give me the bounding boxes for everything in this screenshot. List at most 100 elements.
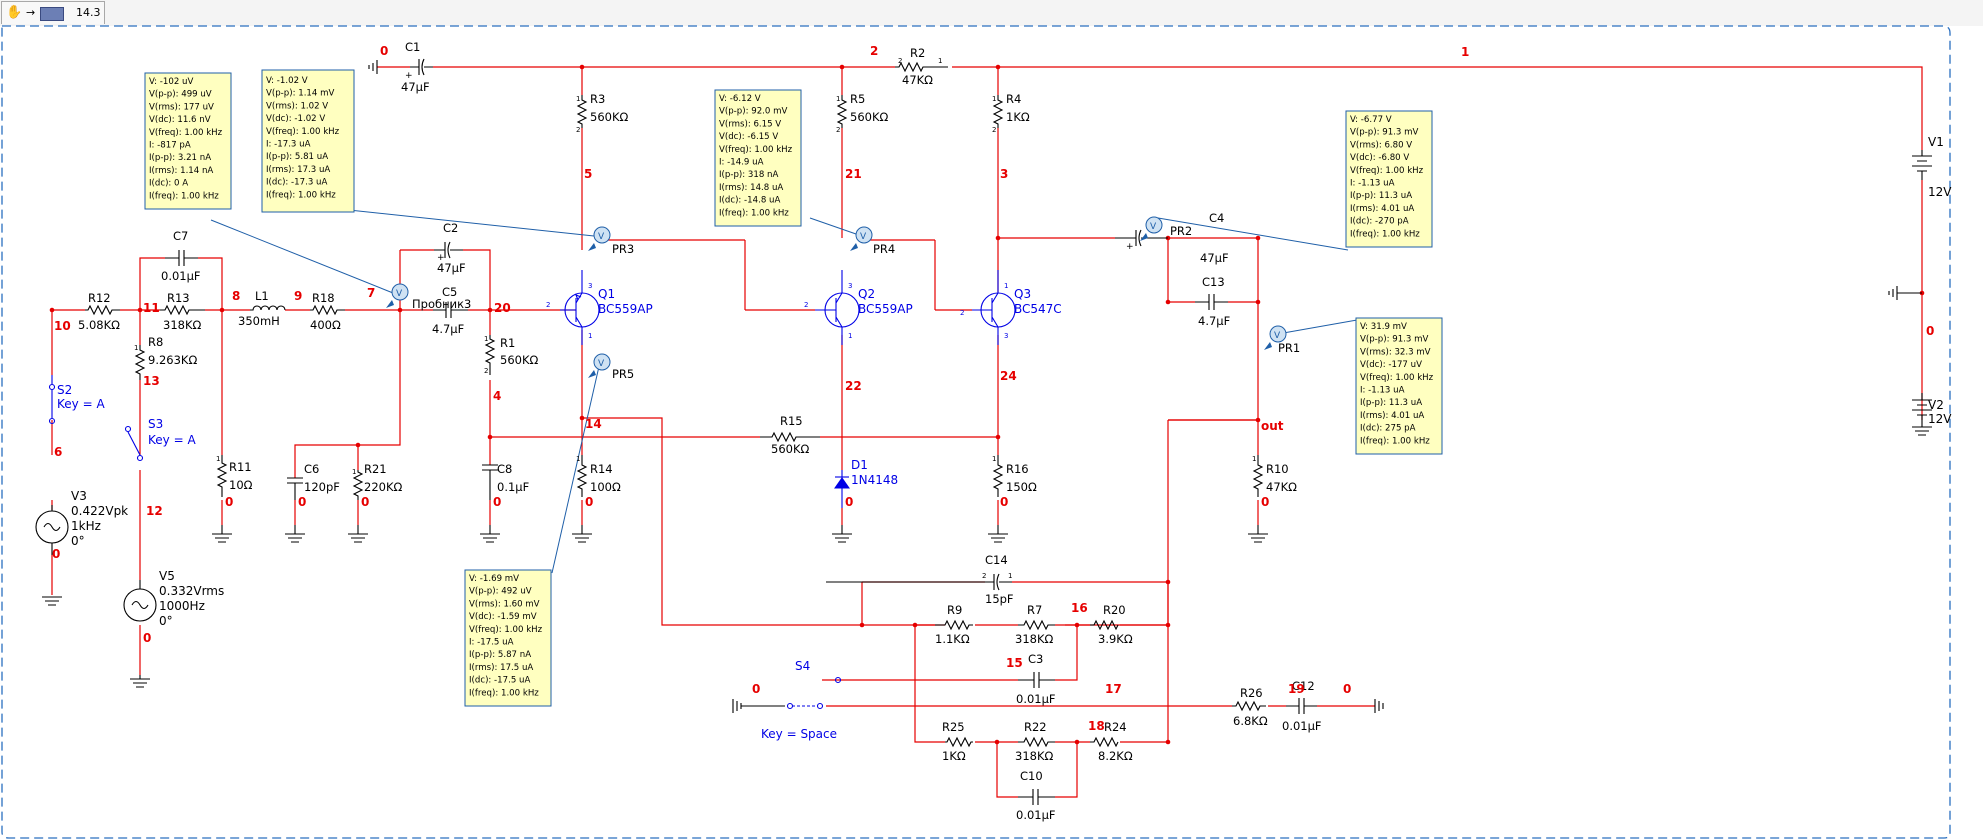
probe-reading: V: -6.12 V	[719, 94, 761, 104]
probe-reading: V(freq): 1.00 kHz	[469, 625, 543, 635]
probe-reading: V(dc): -1.59 mV	[469, 612, 537, 622]
probe-leaders	[210, 209, 1358, 574]
switch-S2[interactable]	[48, 375, 56, 425]
net-0-c12: 0	[1343, 682, 1351, 696]
probe-marker-pr7: V	[386, 283, 409, 308]
value-D1: 1N4148	[851, 473, 898, 487]
capacitor-C14	[826, 573, 1012, 591]
resistor-R4	[992, 95, 1004, 128]
svg-text:1: 1	[1004, 282, 1008, 290]
net-18: 18	[1088, 719, 1105, 733]
svg-text:3: 3	[588, 282, 592, 290]
label-PR5: PR5	[612, 367, 634, 381]
value-C7: 0.01µF	[161, 269, 201, 283]
probe-reading: V(freq): 1.00 kHz	[1350, 166, 1424, 176]
net-13: 13	[143, 374, 160, 388]
net-0-r14: 0	[585, 495, 593, 509]
probe-reading: I(rms): 4.01 uA	[1360, 411, 1424, 421]
svg-text:1: 1	[576, 95, 580, 103]
transistor-Q1	[560, 270, 600, 345]
value-L1: 350mH	[238, 314, 280, 328]
probe-reading: V(rms): 6.15 V	[719, 119, 781, 129]
probe-reading: I: -17.3 uA	[266, 140, 311, 150]
value-R7: 318KΩ	[1015, 632, 1053, 646]
label-C7: C7	[173, 229, 188, 243]
label-R8: R8	[148, 335, 163, 349]
label-R2: R2	[910, 46, 925, 60]
value-R21: 220KΩ	[364, 480, 402, 494]
probe-reading: I: -1.13 uA	[1350, 179, 1395, 189]
net-14: 14	[585, 417, 602, 431]
transistor-pins: 231 231 213	[546, 282, 1008, 340]
probe-reading: V(rms): 1.02 V	[266, 101, 328, 111]
net-15: 15	[1006, 656, 1023, 670]
resistor-R10	[1252, 455, 1264, 497]
net-6: 6	[54, 445, 62, 459]
capacitor-C10	[1018, 789, 1055, 805]
resistor-R14	[576, 455, 588, 497]
wires	[51, 66, 1923, 798]
label-C4: C4	[1209, 211, 1224, 225]
probe-reading: I(p-p): 5.81 uA	[266, 152, 328, 162]
svg-text:1: 1	[576, 455, 580, 463]
value-Q3: BC547C	[1014, 302, 1062, 316]
net-11: 11	[143, 301, 160, 315]
svg-text:1: 1	[484, 335, 488, 343]
probe-reading: I(freq): 1.00 kHz	[149, 191, 219, 201]
label-D1: D1	[851, 458, 868, 472]
svg-text:1: 1	[992, 95, 996, 103]
value-R22: 318KΩ	[1015, 749, 1053, 763]
label-PR3: PR3	[612, 242, 634, 256]
value-C1: 47µF	[401, 80, 430, 94]
probe-reading: I(p-p): 318 nA	[719, 170, 778, 180]
value-R9: 1.1KΩ	[935, 632, 970, 646]
probe-reading: V(freq): 1.00 kHz	[1360, 373, 1434, 383]
svg-text:2: 2	[960, 309, 964, 317]
value-R2: 47KΩ	[902, 73, 933, 87]
value-R4: 1KΩ	[1006, 110, 1030, 124]
probe-reading: I(dc): -17.3 uA	[266, 178, 327, 188]
label-C5: C5	[442, 285, 457, 299]
probe-marker-PR1: V	[1264, 325, 1287, 350]
key-S2: Key = A	[57, 397, 105, 411]
net-0-s4: 0	[752, 682, 760, 696]
capacitor-C13	[1195, 294, 1228, 310]
probe-box-c: V: -6.12 VV(p-p): 92.0 mVV(rms): 6.15 VV…	[714, 89, 802, 227]
label-Q1: Q1	[598, 287, 615, 301]
value-R14: 100Ω	[590, 480, 621, 494]
arrow-right-icon: →	[26, 6, 36, 19]
switch-S3[interactable]	[124, 425, 144, 462]
label-R24: R24	[1104, 720, 1127, 734]
switch-S4[interactable]	[786, 676, 842, 710]
value-C8: 0.1µF	[497, 480, 529, 494]
capacitor-C4	[1115, 229, 1168, 247]
probe-reading: V(freq): 1.00 kHz	[719, 145, 793, 155]
value-R8: 9.263KΩ	[148, 353, 197, 367]
svg-text:2: 2	[898, 57, 902, 65]
label-R25: R25	[942, 720, 965, 734]
value-R1: 560KΩ	[500, 353, 538, 367]
resistor-R11	[216, 455, 228, 497]
resistor-R15	[760, 431, 820, 443]
probe-reading: I: -17.5 uA	[469, 638, 514, 648]
ac-source-V3	[35, 505, 69, 555]
capacitor-C2	[434, 241, 463, 259]
grounds	[42, 60, 1932, 713]
toolbar: ✋ → 14.3	[0, 0, 1983, 26]
probe-reading: V(p-p): 499 uV	[149, 90, 212, 100]
net-7: 7	[367, 286, 375, 300]
value-C10: 0.01µF	[1016, 808, 1056, 822]
svg-text:V: V	[1150, 222, 1157, 232]
value-R5: 560KΩ	[850, 110, 888, 124]
value-Q1: BC559AP	[598, 302, 653, 316]
label-S3: S3	[148, 417, 163, 431]
circuit-tab[interactable]: ✋ → 14.3	[1, 1, 105, 24]
resistor-R20	[1090, 619, 1119, 631]
label-R4: R4	[1006, 92, 1021, 106]
label-V3: V3	[71, 489, 87, 503]
probe-reading: I: -1.13 uA	[1360, 386, 1405, 396]
label-V2: V2	[1928, 398, 1944, 412]
probe-reading: V: -1.02 V	[266, 76, 308, 86]
probe-reading: V(rms): 177 uV	[149, 102, 214, 112]
